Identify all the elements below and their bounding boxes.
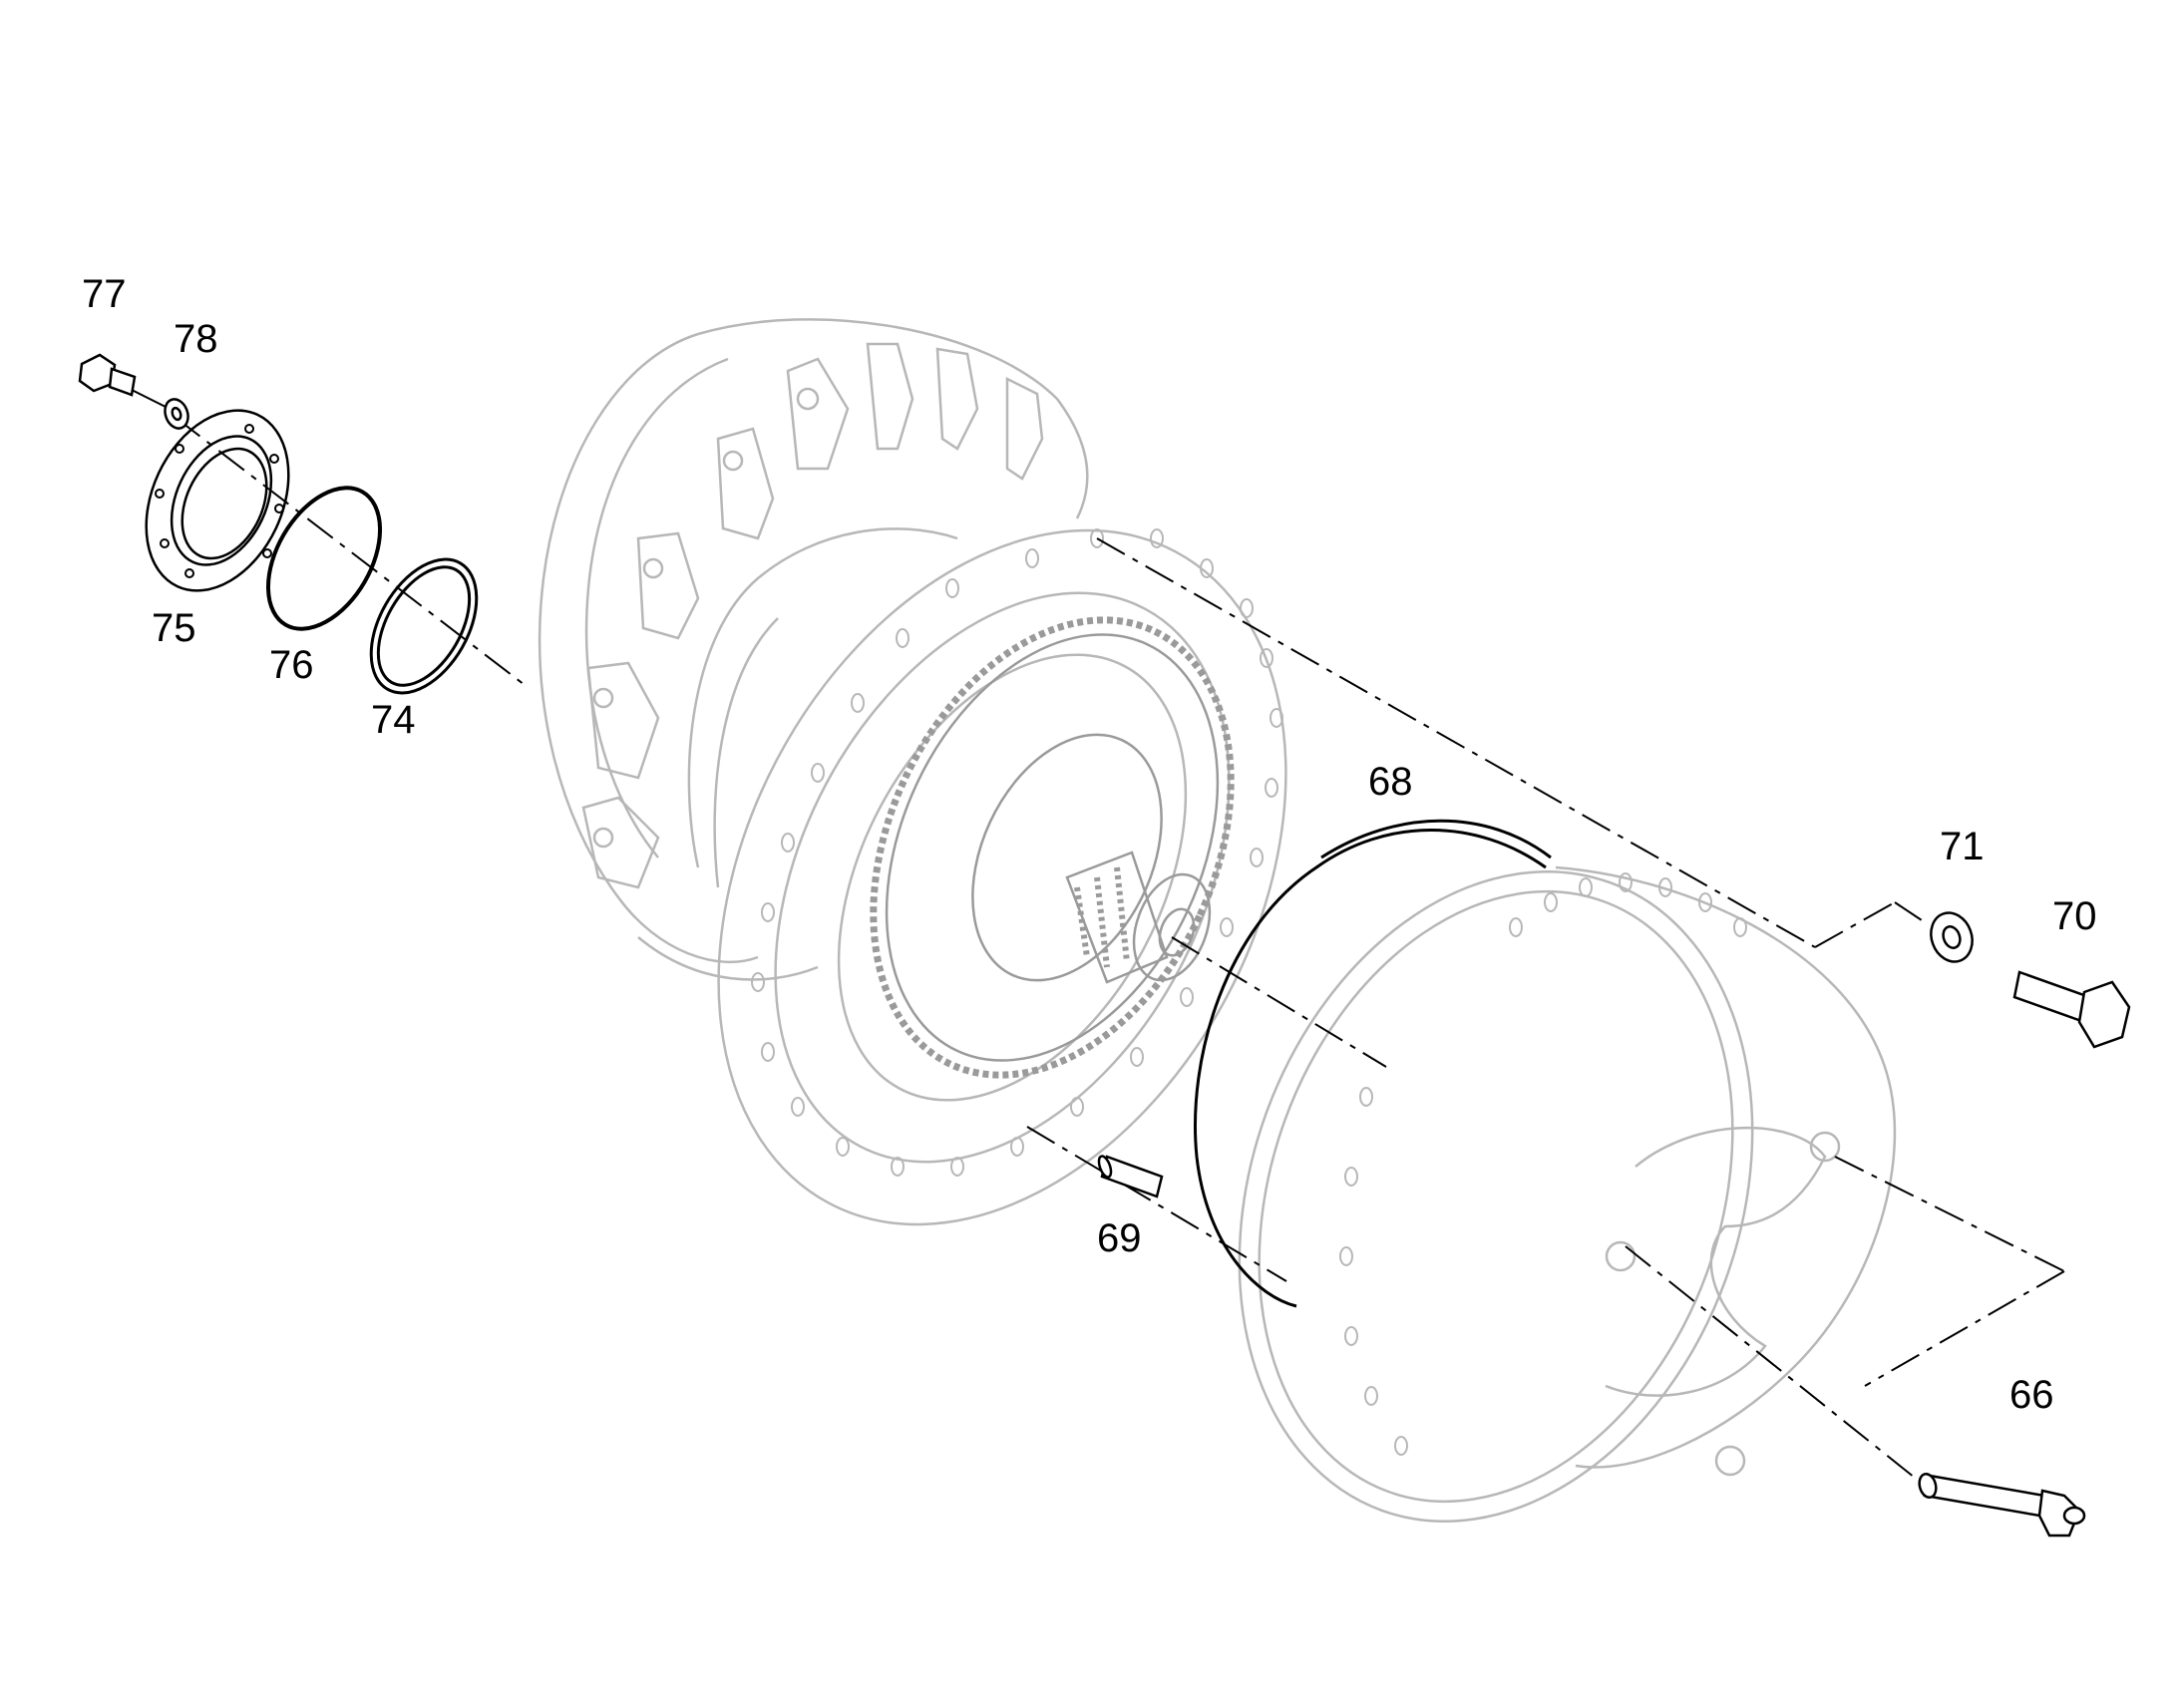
brake-disc — [717, 528, 1287, 1226]
wheel-hub-body — [538, 318, 1089, 981]
leader-lines — [119, 383, 2065, 1487]
ring-gear — [870, 616, 1235, 1079]
pin-66 — [1918, 1472, 2086, 1537]
callout-76: 76 — [269, 643, 314, 687]
callout-71: 71 — [1940, 825, 1985, 868]
dowel-pin-69 — [1097, 1155, 1164, 1198]
planet-carrier-cover — [1238, 865, 1897, 1524]
callout-74: 74 — [371, 698, 416, 742]
ring-74 — [369, 557, 479, 695]
callout-66: 66 — [2009, 1373, 2054, 1417]
cover-plate-75 — [145, 409, 290, 592]
callout-68: 68 — [1368, 760, 1413, 804]
bolt-70 — [2012, 970, 2131, 1049]
sun-gear-shaft — [1065, 851, 1212, 984]
bolt-77 — [78, 353, 137, 397]
callout-77: 77 — [82, 272, 127, 316]
callout-75: 75 — [152, 606, 196, 650]
o-ring-76 — [265, 486, 383, 631]
seal-ring-68 — [1194, 819, 1552, 1308]
callout-69: 69 — [1097, 1216, 1142, 1260]
callout-70: 70 — [2052, 894, 2097, 938]
callout-78: 78 — [174, 317, 218, 361]
washer-78 — [164, 398, 189, 430]
washer-71 — [1930, 911, 1974, 963]
